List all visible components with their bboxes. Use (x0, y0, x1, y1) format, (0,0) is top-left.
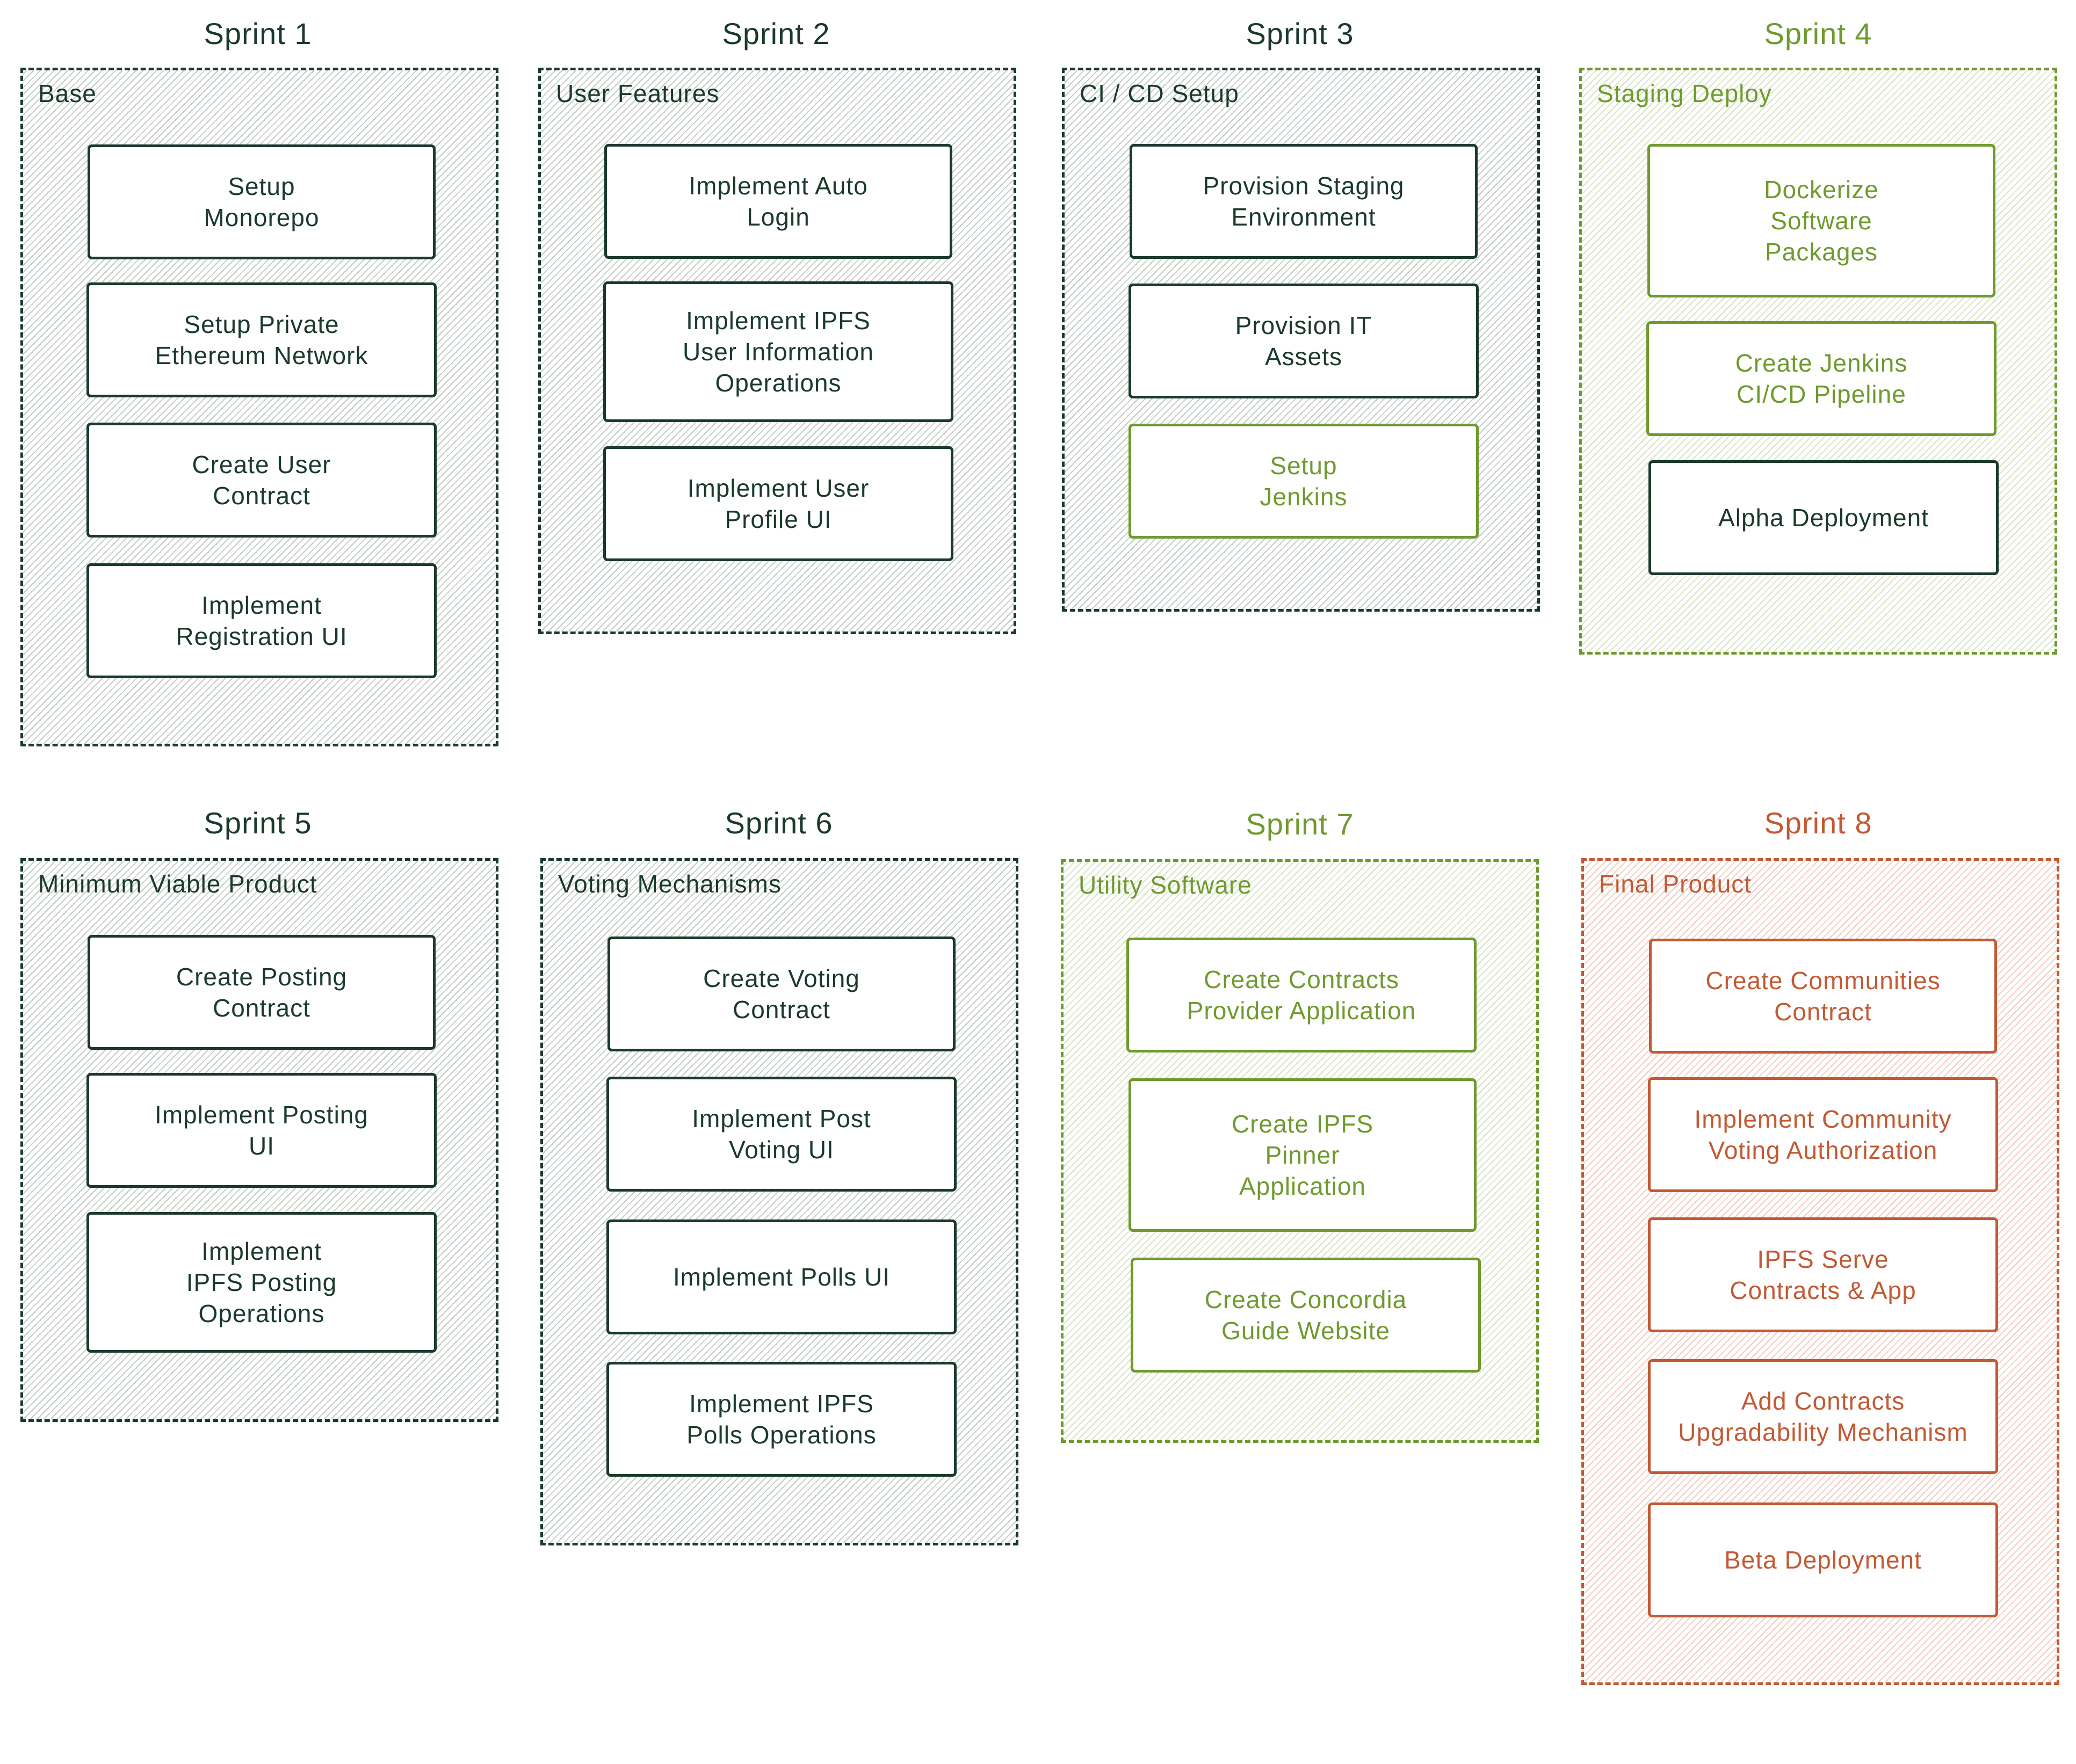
sprint-6-title: Sprint 6 (725, 806, 833, 840)
task-create-ipfs-pinner-application[interactable]: Create IPFS Pinner Application (1129, 1078, 1477, 1232)
task-create-user-contract[interactable]: Create User Contract (86, 423, 437, 538)
task-beta-deployment[interactable]: Beta Deployment (1648, 1502, 1998, 1617)
task-ipfs-serve-contracts-app[interactable]: IPFS Serve Contracts & App (1648, 1217, 1998, 1332)
task-implement-auto-login[interactable]: Implement Auto Login (604, 144, 952, 259)
sprint-3-group: CI / CD Setup Provision Staging Environm… (1062, 68, 1540, 612)
sprint-5-group: Minimum Viable Product Create Posting Co… (20, 858, 498, 1422)
sprint-8-group-label: Final Product (1599, 870, 1752, 898)
task-create-voting-contract[interactable]: Create Voting Contract (607, 937, 956, 1051)
sprint-4-group: Staging Deploy Dockerize Software Packag… (1579, 68, 2057, 655)
task-create-jenkins-pipeline[interactable]: Create Jenkins CI/CD Pipeline (1646, 321, 1997, 436)
sprint-8-title: Sprint 8 (1764, 806, 1872, 840)
task-implement-polls-ui[interactable]: Implement Polls UI (606, 1219, 957, 1334)
task-dockerize-software-packages[interactable]: Dockerize Software Packages (1647, 144, 1995, 297)
task-implement-ipfs-polls-operations[interactable]: Implement IPFS Polls Operations (606, 1362, 957, 1477)
task-add-contracts-upgradability[interactable]: Add Contracts Upgradability Mechanism (1648, 1359, 1998, 1474)
sprint-5-title: Sprint 5 (204, 806, 312, 840)
sprint-4-title: Sprint 4 (1764, 17, 1872, 50)
task-create-communities-contract[interactable]: Create Communities Contract (1649, 939, 1997, 1054)
task-implement-ipfs-posting-operations[interactable]: Implement IPFS Posting Operations (86, 1212, 437, 1353)
task-setup-monorepo[interactable]: Setup Monorepo (88, 144, 436, 259)
task-create-contracts-provider-application[interactable]: Create Contracts Provider Application (1126, 938, 1477, 1052)
task-create-posting-contract[interactable]: Create Posting Contract (88, 935, 436, 1050)
sprint-6-group: Voting Mechanisms Create Voting Contract… (540, 858, 1018, 1545)
task-alpha-deployment[interactable]: Alpha Deployment (1648, 460, 1999, 575)
sprint-2-title: Sprint 2 (722, 17, 830, 50)
sprint-8-group: Final Product Create Communities Contrac… (1581, 858, 2059, 1685)
sprint-7-group: Utility Software Create Contracts Provid… (1061, 859, 1539, 1443)
task-implement-post-voting-ui[interactable]: Implement Post Voting UI (606, 1077, 957, 1192)
sprint-1-title: Sprint 1 (204, 17, 312, 50)
task-implement-community-voting-authorization[interactable]: Implement Community Voting Authorization (1648, 1077, 1998, 1192)
task-provision-it-assets[interactable]: Provision IT Assets (1129, 284, 1479, 398)
sprint-3-title: Sprint 3 (1246, 17, 1354, 50)
sprint-1-group: Base Setup Monorepo Setup Private Ethere… (20, 68, 498, 746)
sprint-2-group: User Features Implement Auto Login Imple… (538, 68, 1016, 634)
sprint-7-title: Sprint 7 (1246, 807, 1354, 841)
task-create-concordia-guide-website[interactable]: Create Concordia Guide Website (1131, 1258, 1481, 1373)
task-setup-jenkins[interactable]: Setup Jenkins (1129, 424, 1479, 539)
task-setup-private-ethereum-network[interactable]: Setup Private Ethereum Network (86, 282, 437, 397)
task-implement-user-profile-ui[interactable]: Implement User Profile UI (603, 446, 953, 561)
task-implement-ipfs-user-information[interactable]: Implement IPFS User Information Operatio… (603, 281, 953, 422)
task-provision-staging-environment[interactable]: Provision Staging Environment (1130, 144, 1478, 259)
sprint-4-group-label: Staging Deploy (1597, 79, 1772, 107)
sprint-2-group-label: User Features (556, 79, 720, 107)
task-implement-registration-ui[interactable]: Implement Registration UI (86, 563, 437, 678)
sprint-5-group-label: Minimum Viable Product (38, 870, 317, 898)
sprint-3-group-label: CI / CD Setup (1080, 79, 1239, 107)
task-implement-posting-ui[interactable]: Implement Posting UI (86, 1073, 437, 1188)
sprint-7-group-label: Utility Software (1079, 871, 1252, 899)
sprint-6-group-label: Voting Mechanisms (558, 870, 782, 898)
sprint-1-group-label: Base (38, 79, 97, 107)
